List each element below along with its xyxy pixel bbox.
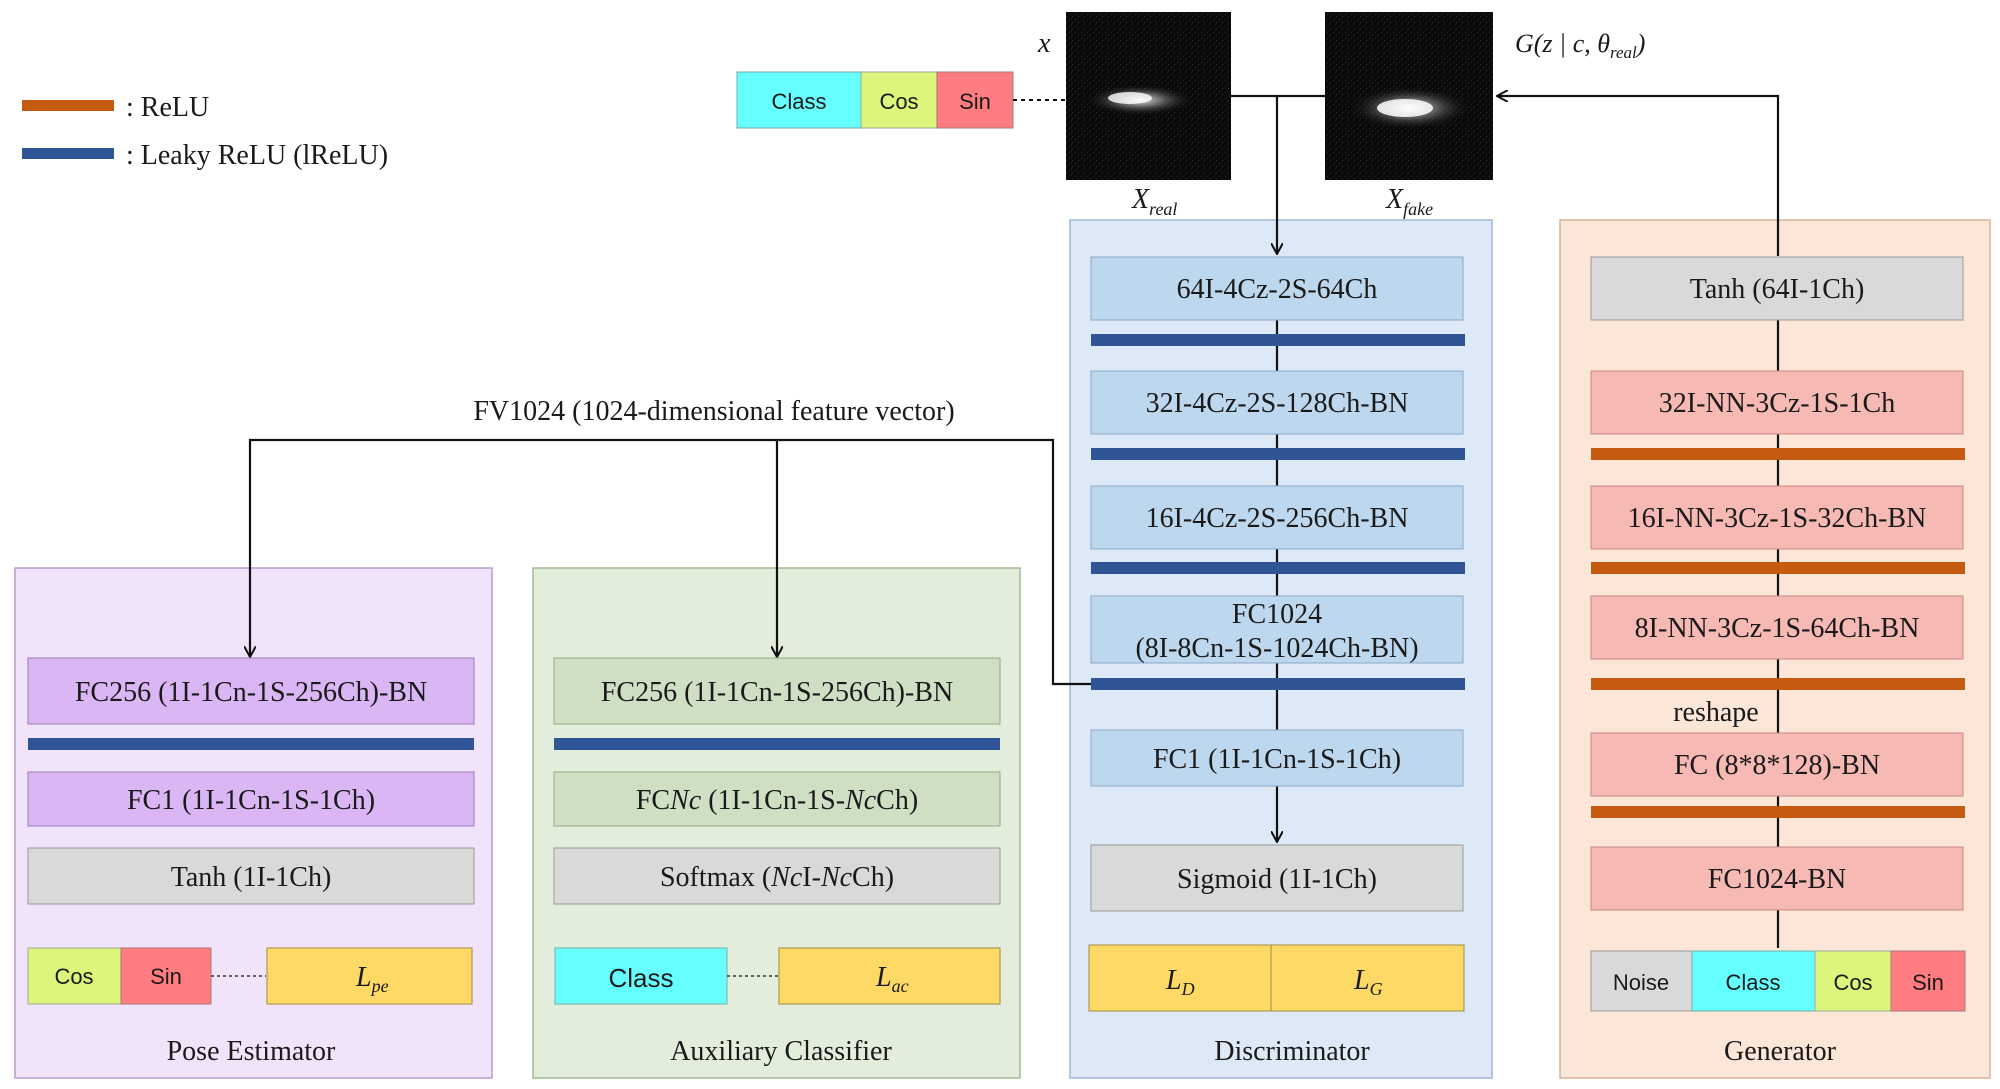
gen-tanh: Tanh (64I-1Ch) bbox=[1590, 256, 1964, 321]
svg-text:16I-NN-3Cz-1S-32Ch-BN: 16I-NN-3Cz-1S-32Ch-BN bbox=[1628, 503, 1927, 534]
svg-text:64I-4Cz-2S-64Ch: 64I-4Cz-2S-64Ch bbox=[1177, 274, 1378, 305]
gen-cos-label: Cos bbox=[1833, 970, 1872, 995]
aux-class-label: Class bbox=[608, 963, 673, 993]
aux-fcnc: FCNc (1I-1Cn-1S-NcCh) bbox=[553, 771, 1001, 827]
pose-estimator-title: Pose Estimator bbox=[167, 1036, 336, 1067]
gen-fc1024: FC1024-BN bbox=[1590, 846, 1964, 911]
generator-title: Generator bbox=[1724, 1036, 1837, 1067]
gen-fc: FC (8*8*128)-BN bbox=[1590, 732, 1964, 797]
legend-relu-swatch bbox=[22, 100, 114, 111]
svg-text:32I-4Cz-2S-128Ch-BN: 32I-4Cz-2S-128Ch-BN bbox=[1146, 388, 1409, 419]
gen-relu-3 bbox=[1591, 678, 1965, 690]
gen-relu-4 bbox=[1591, 806, 1965, 818]
loss-g-label: LG bbox=[1353, 965, 1383, 999]
disc-block-fc1: FC1 (1I-1Cn-1S-1Ch) bbox=[1090, 729, 1464, 787]
gen-block-1: 32I-NN-3Cz-1S-1Ch bbox=[1590, 370, 1964, 435]
svg-text:FC1024-BN: FC1024-BN bbox=[1708, 864, 1846, 895]
svg-text:Lac: Lac bbox=[875, 962, 909, 996]
top-class-label: Class bbox=[771, 89, 826, 114]
real-image bbox=[1066, 12, 1231, 180]
gen-reshape-label: reshape bbox=[1673, 697, 1759, 728]
x-label: x bbox=[1037, 28, 1051, 59]
auxiliary-classifier-title: Auxiliary Classifier bbox=[670, 1036, 892, 1067]
gen-relu-2 bbox=[1591, 562, 1965, 574]
svg-text:8I-NN-3Cz-1S-64Ch-BN: 8I-NN-3Cz-1S-64Ch-BN bbox=[1635, 613, 1920, 644]
aux-loss: Lac bbox=[778, 947, 1001, 1005]
svg-text:Sigmoid (1I-1Ch): Sigmoid (1I-1Ch) bbox=[1177, 864, 1377, 895]
pose-cos-sin: Cos Sin bbox=[27, 947, 212, 1005]
fake-image bbox=[1325, 12, 1493, 180]
disc-lrelu-2 bbox=[1091, 448, 1465, 460]
loss-d-label: LD bbox=[1165, 965, 1195, 999]
aux-softmax: Softmax (NcI-NcCh) bbox=[553, 847, 1001, 905]
disc-lrelu-3 bbox=[1091, 562, 1465, 574]
generator-output-arrow bbox=[1497, 96, 1780, 256]
svg-text:Lpe: Lpe bbox=[355, 962, 389, 996]
gen-class-label: Class bbox=[1725, 970, 1780, 995]
aux-fc256: FC256 (1I-1Cn-1S-256Ch)-BN bbox=[553, 657, 1001, 725]
xfake-label: Xfake bbox=[1385, 184, 1433, 219]
discriminator-title: Discriminator bbox=[1214, 1036, 1370, 1067]
disc-losses: LD LG bbox=[1088, 944, 1465, 1012]
legend-lrelu-swatch bbox=[22, 148, 114, 159]
svg-text:FCNc (1I-1Cn-1S-NcCh): FCNc (1I-1Cn-1S-NcCh) bbox=[636, 785, 918, 816]
gen-block-3: 8I-NN-3Cz-1S-64Ch-BN bbox=[1590, 595, 1964, 660]
disc-block-2: 32I-4Cz-2S-128Ch-BN bbox=[1090, 370, 1464, 435]
svg-text:FC (8*8*128)-BN: FC (8*8*128)-BN bbox=[1674, 750, 1880, 781]
fv-connector bbox=[250, 438, 1091, 686]
gen-noise-label: Noise bbox=[1613, 970, 1669, 995]
svg-text:FC1 (1I-1Cn-1S-1Ch): FC1 (1I-1Cn-1S-1Ch) bbox=[1153, 744, 1401, 775]
fv-label: FV1024 (1024-dimensional feature vector) bbox=[473, 396, 954, 427]
gen-input-vector: Noise Class Cos Sin bbox=[1590, 950, 1966, 1012]
legend-relu-label: : ReLU bbox=[126, 92, 209, 123]
top-sin-label: Sin bbox=[959, 89, 991, 114]
xreal-label: Xreal bbox=[1131, 184, 1177, 219]
svg-text:FC256 (1I-1Cn-1S-256Ch)-BN: FC256 (1I-1Cn-1S-256Ch)-BN bbox=[601, 677, 953, 708]
svg-text:FC1024: FC1024 bbox=[1232, 599, 1322, 630]
top-cos-label: Cos bbox=[879, 89, 918, 114]
disc-block-3: 16I-4Cz-2S-256Ch-BN bbox=[1090, 485, 1464, 550]
gen-sin-label: Sin bbox=[1912, 970, 1944, 995]
pose-tanh: Tanh (1I-1Ch) bbox=[27, 847, 475, 905]
svg-text:Softmax (NcI-NcCh): Softmax (NcI-NcCh) bbox=[660, 862, 894, 893]
legend: : ReLU : Leaky ReLU (lReLU) bbox=[22, 92, 388, 171]
disc-sigmoid: Sigmoid (1I-1Ch) bbox=[1090, 844, 1464, 912]
svg-text:Tanh (64I-1Ch): Tanh (64I-1Ch) bbox=[1690, 274, 1865, 305]
pose-cos-label: Cos bbox=[54, 964, 93, 989]
aux-class: Class bbox=[554, 947, 728, 1005]
gen-block-2: 16I-NN-3Cz-1S-32Ch-BN bbox=[1590, 485, 1964, 550]
svg-text:16I-4Cz-2S-256Ch-BN: 16I-4Cz-2S-256Ch-BN bbox=[1146, 503, 1409, 534]
pose-loss: Lpe bbox=[266, 947, 473, 1005]
disc-block-fc1024: FC1024 (8I-8Cn-1S-1024Ch-BN) bbox=[1090, 595, 1464, 664]
disc-lrelu-1 bbox=[1091, 334, 1465, 346]
pose-fc256: FC256 (1I-1Cn-1S-256Ch)-BN bbox=[27, 657, 475, 725]
pose-sin-label: Sin bbox=[150, 964, 182, 989]
top-label-vector: Class Cos Sin bbox=[736, 71, 1014, 129]
svg-text:(8I-8Cn-1S-1024Ch-BN): (8I-8Cn-1S-1024Ch-BN) bbox=[1135, 633, 1418, 664]
svg-text:Tanh (1I-1Ch): Tanh (1I-1Ch) bbox=[171, 862, 332, 893]
svg-text:FC256 (1I-1Cn-1S-256Ch)-BN: FC256 (1I-1Cn-1S-256Ch)-BN bbox=[75, 677, 427, 708]
svg-text:FC1 (1I-1Cn-1S-1Ch): FC1 (1I-1Cn-1S-1Ch) bbox=[127, 785, 375, 816]
svg-text:32I-NN-3Cz-1S-1Ch: 32I-NN-3Cz-1S-1Ch bbox=[1659, 388, 1895, 419]
aux-lrelu bbox=[554, 738, 1000, 750]
generator-output-label: G(z | c, θreal) bbox=[1515, 29, 1645, 62]
gen-relu-1 bbox=[1591, 448, 1965, 460]
disc-block-1: 64I-4Cz-2S-64Ch bbox=[1090, 256, 1464, 321]
pose-fc1: FC1 (1I-1Cn-1S-1Ch) bbox=[27, 771, 475, 827]
disc-lrelu-4 bbox=[1091, 678, 1465, 690]
legend-lrelu-label: : Leaky ReLU (lReLU) bbox=[126, 140, 388, 171]
pose-lrelu bbox=[28, 738, 474, 750]
